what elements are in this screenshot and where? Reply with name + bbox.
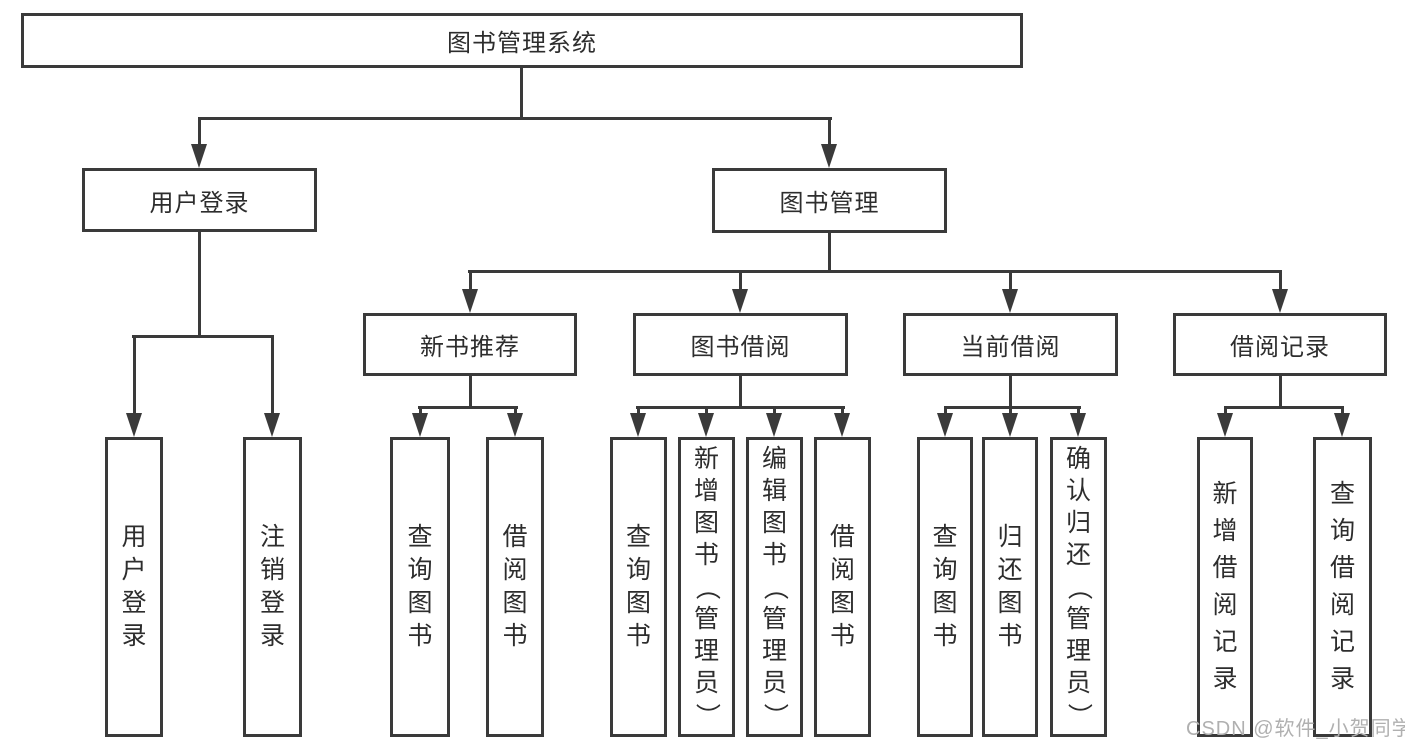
connector-br-drop (1224, 406, 1227, 415)
node-root: 图书管理系统 (21, 13, 1023, 68)
node-book-borrow-label: 图书借阅 (690, 334, 791, 361)
leaf-nbr-borrow-books-label: 借阅图书 (502, 523, 528, 650)
leaf-bb-query-books-label: 查询图书 (625, 523, 651, 650)
leaf-bb-add-books-admin: 新增图书（管理员） (678, 437, 735, 737)
node-borrow-record-label: 借阅记录 (1230, 334, 1330, 361)
connector-bookmgmt-drop (739, 270, 742, 292)
connector-root-drop-left (198, 117, 201, 147)
connector-bookmgmt-drop (1279, 270, 1282, 292)
node-root-label: 图书管理系统 (447, 30, 597, 57)
arrowhead-icon (462, 289, 478, 313)
arrowhead-icon (630, 413, 646, 437)
connector-br-drop (1341, 406, 1344, 415)
arrowhead-icon (937, 413, 953, 437)
arrowhead-icon (412, 413, 428, 437)
connector-nbr-drop (514, 406, 517, 415)
connector-cb-drop (1009, 406, 1012, 415)
connector-bookmgmt-hline (468, 270, 1282, 273)
leaf-br-query-record: 查询借阅记录 (1313, 437, 1372, 737)
connector-root-hline (198, 117, 832, 120)
arrowhead-icon (1002, 413, 1018, 437)
connector-cb-drop (944, 406, 947, 415)
connector-br-hline (1224, 406, 1344, 409)
connector-bb-drop (705, 406, 708, 415)
leaf-nbr-borrow-books: 借阅图书 (486, 437, 544, 737)
leaf-nbr-query-books-label: 查询图书 (407, 523, 433, 650)
leaf-cb-query-books: 查询图书 (917, 437, 973, 737)
leaf-logout: 注销登录 (243, 437, 302, 737)
node-current-borrow-label: 当前借阅 (960, 334, 1061, 361)
node-user-login-label: 用户登录 (149, 189, 250, 217)
leaf-br-add-record-label: 新增借阅记录 (1212, 480, 1238, 693)
leaf-cb-return-books: 归还图书 (982, 437, 1038, 737)
connector-bb-hline (636, 406, 845, 409)
arrowhead-icon (732, 289, 748, 313)
connector-nbr-hline (418, 406, 518, 409)
leaf-br-add-record: 新增借阅记录 (1197, 437, 1253, 737)
arrowhead-icon (191, 144, 207, 168)
arrowhead-icon (1334, 413, 1350, 437)
connector-nbr-drop (419, 406, 422, 415)
node-user-login: 用户登录 (82, 168, 317, 232)
node-borrow-record: 借阅记录 (1173, 313, 1387, 376)
node-book-borrow: 图书借阅 (633, 313, 848, 376)
node-book-management-label: 图书管理 (779, 190, 880, 217)
leaf-logout-label: 注销登录 (259, 523, 285, 650)
connector-bb-drop (773, 406, 776, 415)
leaf-bb-borrow-books-label: 借阅图书 (829, 523, 855, 650)
connector-userlogin-drop (133, 335, 136, 415)
node-current-borrow: 当前借阅 (903, 313, 1118, 376)
leaf-cb-return-books-label: 归还图书 (997, 523, 1023, 650)
leaf-cb-confirm-return-admin: 确认归还（管理员） (1050, 437, 1107, 737)
connector-bookmgmt-stem (828, 231, 831, 273)
connector-bb-drop (841, 406, 844, 415)
arrowhead-icon (1070, 413, 1086, 437)
arrowhead-icon (698, 413, 714, 437)
leaf-bb-edit-books-admin: 编辑图书（管理员） (746, 437, 803, 737)
arrowhead-icon (1272, 289, 1288, 313)
arrowhead-icon (126, 413, 142, 437)
arrowhead-icon (264, 413, 280, 437)
connector-root-drop-right (828, 117, 831, 147)
connector-cb-hline (944, 406, 1081, 409)
arrowhead-icon (1002, 289, 1018, 313)
leaf-nbr-query-books: 查询图书 (390, 437, 450, 737)
arrowhead-icon (507, 413, 523, 437)
connector-bookmgmt-drop (469, 270, 472, 292)
arrowhead-icon (834, 413, 850, 437)
leaf-bb-edit-books-admin-label: 编辑图书（管理员） (760, 444, 789, 728)
leaf-bb-query-books: 查询图书 (610, 437, 667, 737)
connector-cb-stem (1009, 374, 1012, 408)
arrowhead-icon (821, 144, 837, 168)
arrowhead-icon (766, 413, 782, 437)
leaf-cb-query-books-label: 查询图书 (932, 523, 958, 650)
node-book-management: 图书管理 (712, 168, 947, 233)
leaf-user-login-label: 用户登录 (121, 523, 147, 650)
leaf-cb-confirm-return-admin-label: 确认归还（管理员） (1064, 444, 1093, 728)
node-new-book-recommend: 新书推荐 (363, 313, 577, 376)
arrowhead-icon (1217, 413, 1233, 437)
leaf-bb-borrow-books: 借阅图书 (814, 437, 871, 737)
connector-userlogin-hline (132, 335, 274, 338)
connector-bookmgmt-drop (1009, 270, 1012, 292)
leaf-user-login: 用户登录 (105, 437, 163, 737)
watermark: CSDN @软件_小贺同学 (1186, 718, 1405, 740)
connector-userlogin-stem (198, 230, 201, 338)
connector-cb-drop (1077, 406, 1080, 415)
connector-bb-stem (739, 374, 742, 408)
node-new-book-recommend-label: 新书推荐 (420, 334, 520, 361)
connector-userlogin-drop (271, 335, 274, 415)
connector-root-stem (520, 66, 523, 120)
connector-bb-drop (637, 406, 640, 415)
leaf-bb-add-books-admin-label: 新增图书（管理员） (692, 444, 721, 728)
connector-br-stem (1279, 374, 1282, 408)
leaf-br-query-record-label: 查询借阅记录 (1329, 480, 1355, 693)
connector-nbr-stem (469, 374, 472, 408)
